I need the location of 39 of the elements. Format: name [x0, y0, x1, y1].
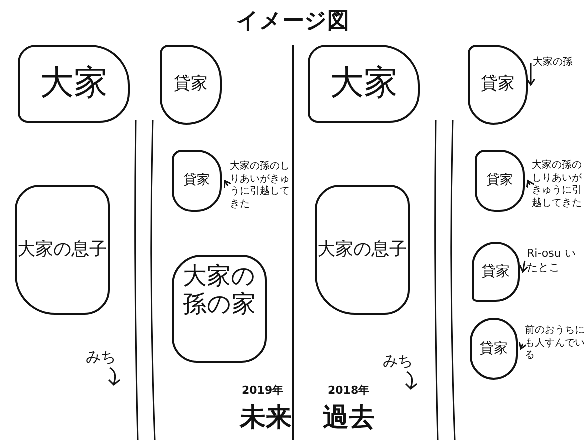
year-label: 2019年: [242, 383, 284, 398]
house-plot: [472, 242, 520, 302]
annotation-text: 大家の孫のしりあいがきゅうに引越してきた: [230, 150, 290, 222]
panel-heading: 未来: [240, 402, 292, 435]
house-label: 大家: [40, 64, 108, 104]
house-plot: [470, 318, 518, 380]
house-label: 大家: [330, 64, 398, 104]
house-label: 大家の息子: [318, 240, 408, 260]
house-plot: [308, 45, 420, 123]
house-plot: [475, 150, 525, 212]
annotation-text: 大家の孫のしりあいがきゅうに引越してきた: [532, 148, 586, 222]
arrow: [224, 180, 232, 189]
house-plot: [18, 45, 130, 123]
annotation-text: Ri-osu いたとこ: [527, 245, 585, 277]
arrow: [518, 341, 528, 350]
arrow: [526, 180, 535, 189]
house-label: 貸家: [184, 174, 210, 188]
house-label: 大家の孫の家: [182, 263, 257, 320]
annotation-text: 前のおうちにも人すんでいる: [525, 320, 585, 368]
road-label: みち: [383, 352, 413, 371]
house-label: 貸家: [174, 75, 208, 95]
diagram-title: イメージ図: [236, 8, 350, 36]
house-plot: [15, 185, 110, 315]
house-plot: [468, 45, 528, 125]
house-plot: [160, 45, 222, 125]
house-label: 大家の息子: [18, 240, 108, 260]
arrow: [519, 260, 529, 273]
house-label: 貸家: [482, 264, 510, 280]
year-label: 2018年: [328, 383, 370, 398]
arrow: [526, 63, 536, 86]
panel-heading: 過去: [323, 402, 375, 435]
road-label: みち: [86, 348, 116, 367]
house-label: 貸家: [481, 75, 515, 95]
house-label: 貸家: [480, 340, 508, 358]
house-plot: [172, 150, 222, 212]
house-plot: [172, 255, 267, 363]
house-plot: [315, 185, 410, 315]
house-label: 貸家: [487, 174, 513, 188]
annotation-text: 大家の孫: [533, 55, 586, 71]
